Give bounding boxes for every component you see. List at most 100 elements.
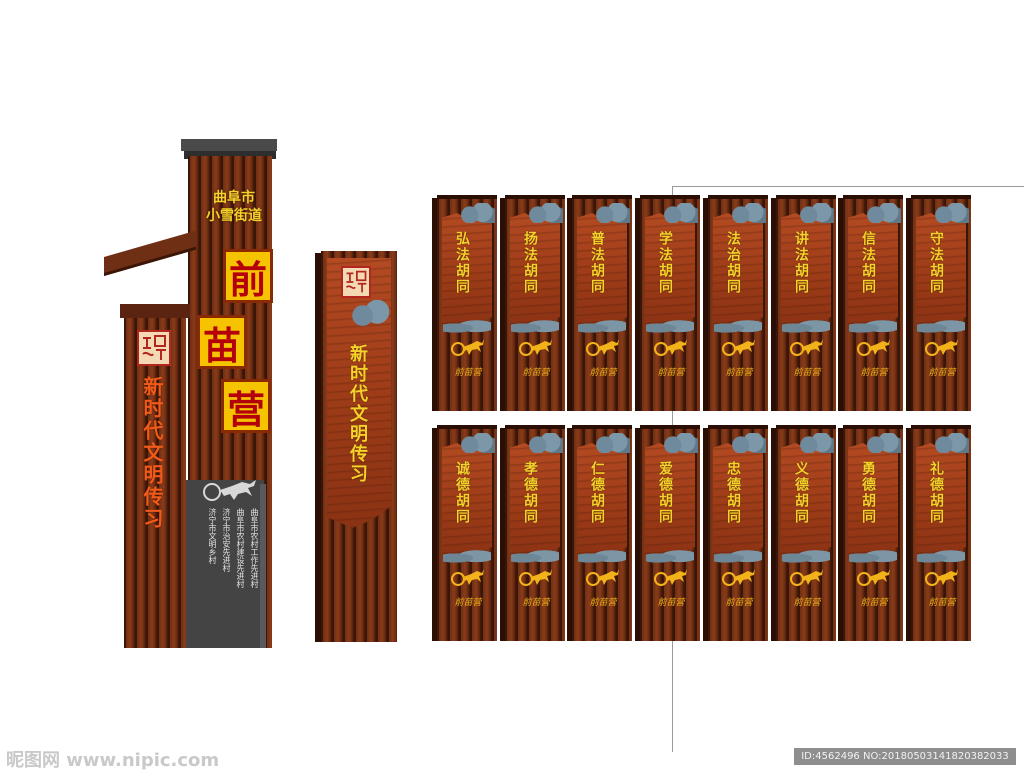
sign-edge: [771, 428, 777, 641]
sign-edge: [906, 428, 912, 641]
sign-footer: 前苗营: [589, 598, 617, 608]
sign-cloud: [662, 203, 698, 223]
banner-seal: [341, 266, 371, 298]
sign-label: 忠德胡同: [725, 461, 741, 525]
sign-cap: [437, 425, 497, 429]
sign-cloud-lower: [782, 549, 830, 567]
horse-cart-icon: [451, 569, 484, 586]
alley-sign: 礼德胡同前苗营: [906, 425, 971, 641]
sign-cloud-lower: [849, 549, 897, 567]
region-text: 曲阜市 小雪街道: [206, 190, 262, 224]
sign-cloud: [798, 203, 834, 223]
horse-cart-icon: [925, 339, 958, 356]
sign-edge: [838, 198, 844, 411]
plaque-line: 济宁市治安先进村: [222, 508, 231, 572]
sign-cap: [505, 425, 565, 429]
sign-cap: [640, 425, 700, 429]
sign-label: 孝德胡同: [522, 461, 538, 525]
sign-panel: [848, 443, 898, 561]
horse-cart-icon: [857, 339, 890, 356]
sign-cap: [776, 195, 836, 199]
sign-cloud-lower: [917, 549, 965, 567]
sign-footer: 前苗营: [793, 368, 821, 378]
sign-edge: [432, 428, 438, 641]
alley-sign: 信法胡同前苗营: [838, 195, 903, 411]
horse-cart-icon: [451, 339, 484, 356]
horse-cart-icon: [790, 569, 823, 586]
sign-cloud: [933, 433, 969, 453]
sign-label: 勇德胡同: [860, 461, 876, 525]
tower-plaque-edge: [260, 484, 266, 648]
sign-cloud: [594, 433, 630, 453]
sign-cloud-lower: [917, 319, 965, 337]
sign-cloud: [933, 203, 969, 223]
sign-label: 仁德胡同: [589, 461, 605, 525]
sign-label: 弘法胡同: [454, 231, 470, 295]
sign-footer: 前苗营: [522, 368, 550, 378]
sign-cap: [843, 425, 903, 429]
sign-panel: [916, 443, 966, 561]
horse-cart-icon: [586, 569, 619, 586]
sign-cloud-lower: [714, 319, 762, 337]
sign-edge: [906, 198, 912, 411]
sign-footer: 前苗营: [454, 368, 482, 378]
sign-cap: [911, 195, 971, 199]
sign-footer: 前苗营: [657, 368, 685, 378]
sign-cap: [843, 195, 903, 199]
sign-footer: 前苗营: [522, 598, 550, 608]
watermark-id: ID:4562496 NO:20180503141820382033: [794, 748, 1016, 765]
horse-cart-icon: [586, 339, 619, 356]
sign-edge: [838, 428, 844, 641]
sign-cap: [776, 425, 836, 429]
sign-cloud: [798, 433, 834, 453]
sign-cap: [708, 425, 768, 429]
sign-panel: [848, 213, 898, 331]
horse-cart-icon: [519, 339, 552, 356]
sign-panel: [781, 443, 831, 561]
sign-cloud-lower: [443, 319, 491, 337]
sign-label: 学法胡同: [657, 231, 673, 295]
horse-cart-icon: [790, 339, 823, 356]
sign-edge: [635, 198, 641, 411]
alley-sign: 讲法胡同前苗营: [771, 195, 836, 411]
tower-top-cap: [181, 139, 277, 151]
tower-plaque-block: [186, 480, 264, 648]
sign-cloud-lower: [646, 549, 694, 567]
alley-sign: 诚德胡同前苗营: [432, 425, 497, 641]
sign-cap: [572, 425, 632, 429]
sign-label: 诚德胡同: [454, 461, 470, 525]
horse-cart-icon: [925, 569, 958, 586]
alley-sign: 爱德胡同前苗营: [635, 425, 700, 641]
sign-panel: [645, 443, 695, 561]
alley-sign: 仁德胡同前苗营: [567, 425, 632, 641]
horse-cart-icon: [203, 480, 256, 501]
tower-top-cap-shadow: [184, 151, 276, 159]
seal-mark-icon: [345, 270, 367, 293]
sign-edge: [500, 428, 506, 641]
alley-sign: 孝德胡同前苗营: [500, 425, 565, 641]
alley-sign: 弘法胡同前苗营: [432, 195, 497, 411]
sign-label: 法治胡同: [725, 231, 741, 295]
sign-cap: [911, 425, 971, 429]
sign-cloud: [865, 203, 901, 223]
sign-label: 礼德胡同: [928, 461, 944, 525]
sign-footer: 前苗营: [589, 368, 617, 378]
sign-edge: [703, 198, 709, 411]
sign-panel: [510, 213, 560, 331]
village-name-char-2: 苗: [197, 315, 247, 369]
sign-panel: [577, 213, 627, 331]
sign-footer: 前苗营: [860, 368, 888, 378]
horse-cart-icon: [857, 569, 890, 586]
sign-label: 爱德胡同: [657, 461, 673, 525]
sign-cap: [708, 195, 768, 199]
horse-cart-icon: [722, 569, 755, 586]
sign-cloud: [527, 433, 563, 453]
sign-footer: 前苗营: [725, 598, 753, 608]
seal-mark-icon: [142, 335, 166, 360]
sign-cloud: [459, 203, 495, 223]
sign-label: 普法胡同: [589, 231, 605, 295]
sign-cloud: [662, 433, 698, 453]
alley-sign: 守法胡同前苗营: [906, 195, 971, 411]
sign-cloud-lower: [782, 319, 830, 337]
sign-panel: [577, 443, 627, 561]
